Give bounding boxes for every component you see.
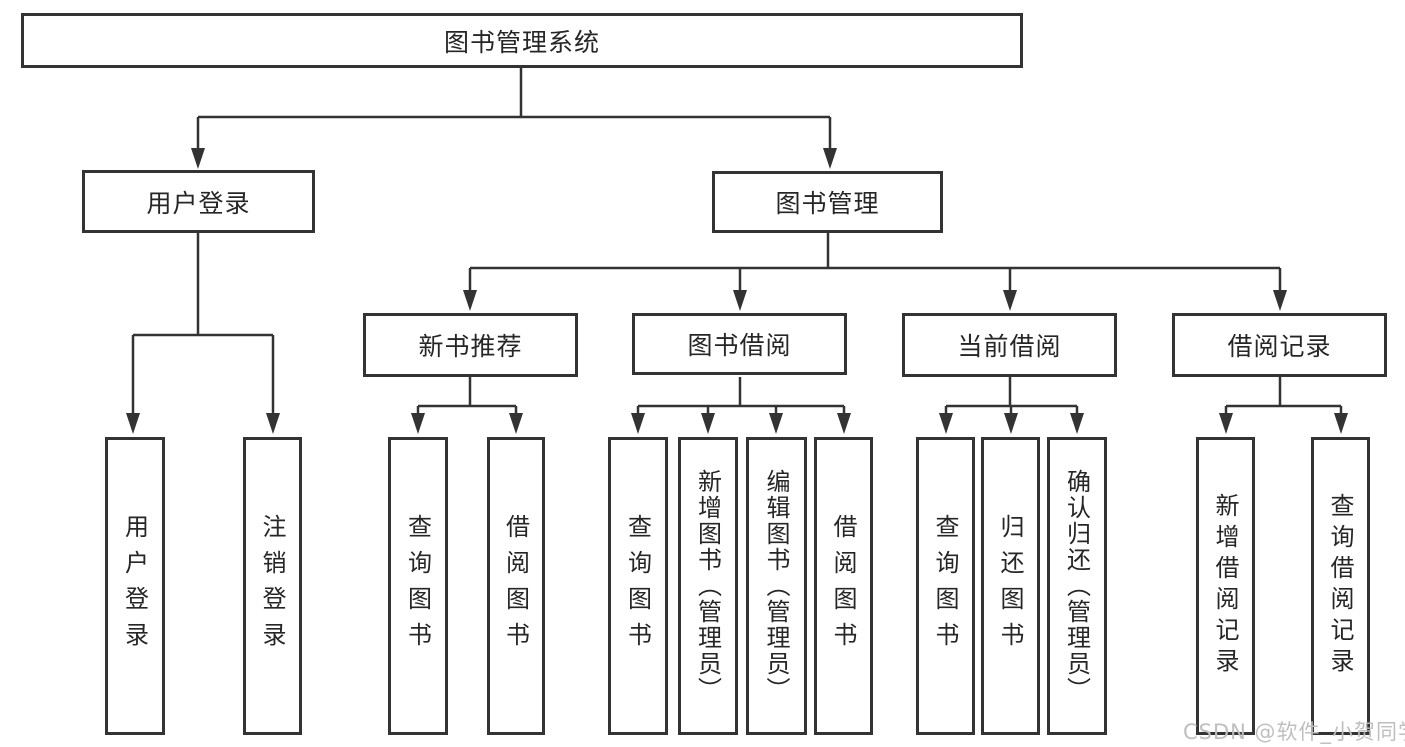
- node-library-management-system: 图书管理系统: [21, 13, 1023, 68]
- leaf-edit-books-admin: 编辑图书（管理员）: [746, 437, 807, 735]
- leaf-borrow-books-recommend: 借阅图书: [487, 437, 545, 735]
- arrowheads: [126, 148, 1348, 434]
- leaf-add-books-admin: 新增图书（管理员）: [678, 437, 738, 735]
- node-book-borrowing: 图书借阅: [632, 313, 847, 375]
- leaf-return-books: 归还图书: [981, 437, 1040, 735]
- node-current-borrowing: 当前借阅: [902, 313, 1117, 377]
- leaf-confirm-return-admin: 确认归还（管理员）: [1047, 437, 1107, 735]
- leaf-query-books-borrow: 查询图书: [608, 437, 668, 735]
- leaf-borrow-books: 借阅图书: [814, 437, 873, 735]
- leaf-query-books-current: 查询图书: [916, 437, 975, 735]
- leaf-user-login: 用户登录: [105, 437, 165, 735]
- node-user-login: 用户登录: [82, 170, 315, 233]
- leaf-query-books-recommend: 查询图书: [388, 437, 448, 735]
- watermark: CSDN @软件_小贺同学: [1183, 720, 1405, 744]
- leaf-add-borrowing-record: 新增借阅记录: [1196, 437, 1255, 735]
- node-new-book-recommendation: 新书推荐: [363, 313, 578, 377]
- node-borrowing-records: 借阅记录: [1172, 313, 1387, 377]
- leaf-logout: 注销登录: [243, 437, 302, 735]
- node-book-management: 图书管理: [712, 171, 943, 233]
- leaf-query-borrowing-record: 查询借阅记录: [1311, 437, 1370, 735]
